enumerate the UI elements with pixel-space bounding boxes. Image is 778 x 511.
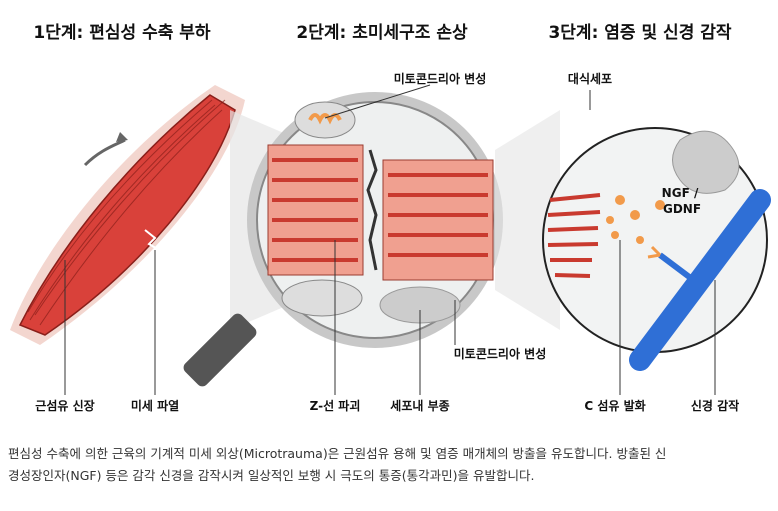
label-mitochondria-bottom: 미토콘드리아 변성: [453, 347, 547, 361]
label-c-fiber: C 섬유 발화: [584, 399, 646, 413]
stretch-arrow-icon: [83, 138, 126, 167]
label-fiber-stretch: 근섬유 신장: [35, 399, 95, 413]
label-macrophage: 대식세포: [567, 72, 613, 86]
stage-3-title: 3단계: 염증 및 신경 감작: [548, 23, 732, 43]
label-z-line: Z-선 파괴: [309, 399, 361, 413]
label-gdnf: GDNF: [662, 202, 702, 216]
caption-line-1: 편심성 수축에 의한 근육의 기계적 미세 외상(Microtrauma)은 근…: [8, 446, 667, 461]
magnifier-illustration: [183, 84, 503, 395]
illustration: [10, 84, 771, 395]
caption-line-2: 경성장인자(NGF) 등은 감각 신경을 감작시켜 일상적인 보행 시 극도의 …: [8, 468, 535, 483]
stage-1-title: 1단계: 편심성 수축 부하: [33, 23, 211, 43]
label-ngf: NGF /: [661, 186, 699, 200]
label-micro-tear: 미세 파열: [130, 399, 180, 413]
caption: 편심성 수축에 의한 근육의 기계적 미세 외상(Microtrauma)은 근…: [8, 443, 773, 487]
macrophage-icon: [672, 130, 740, 194]
label-mitochondria-top: 미토콘드리아 변성: [393, 72, 487, 86]
muscle-illustration: [10, 85, 245, 395]
stage-2-title: 2단계: 초미세구조 손상: [296, 23, 468, 43]
label-nerve-sensitization: 신경 감작: [690, 399, 740, 413]
label-edema: 세포내 부종: [390, 399, 450, 413]
nerve-icon: [629, 189, 771, 371]
inflammation-illustration: [495, 90, 771, 395]
